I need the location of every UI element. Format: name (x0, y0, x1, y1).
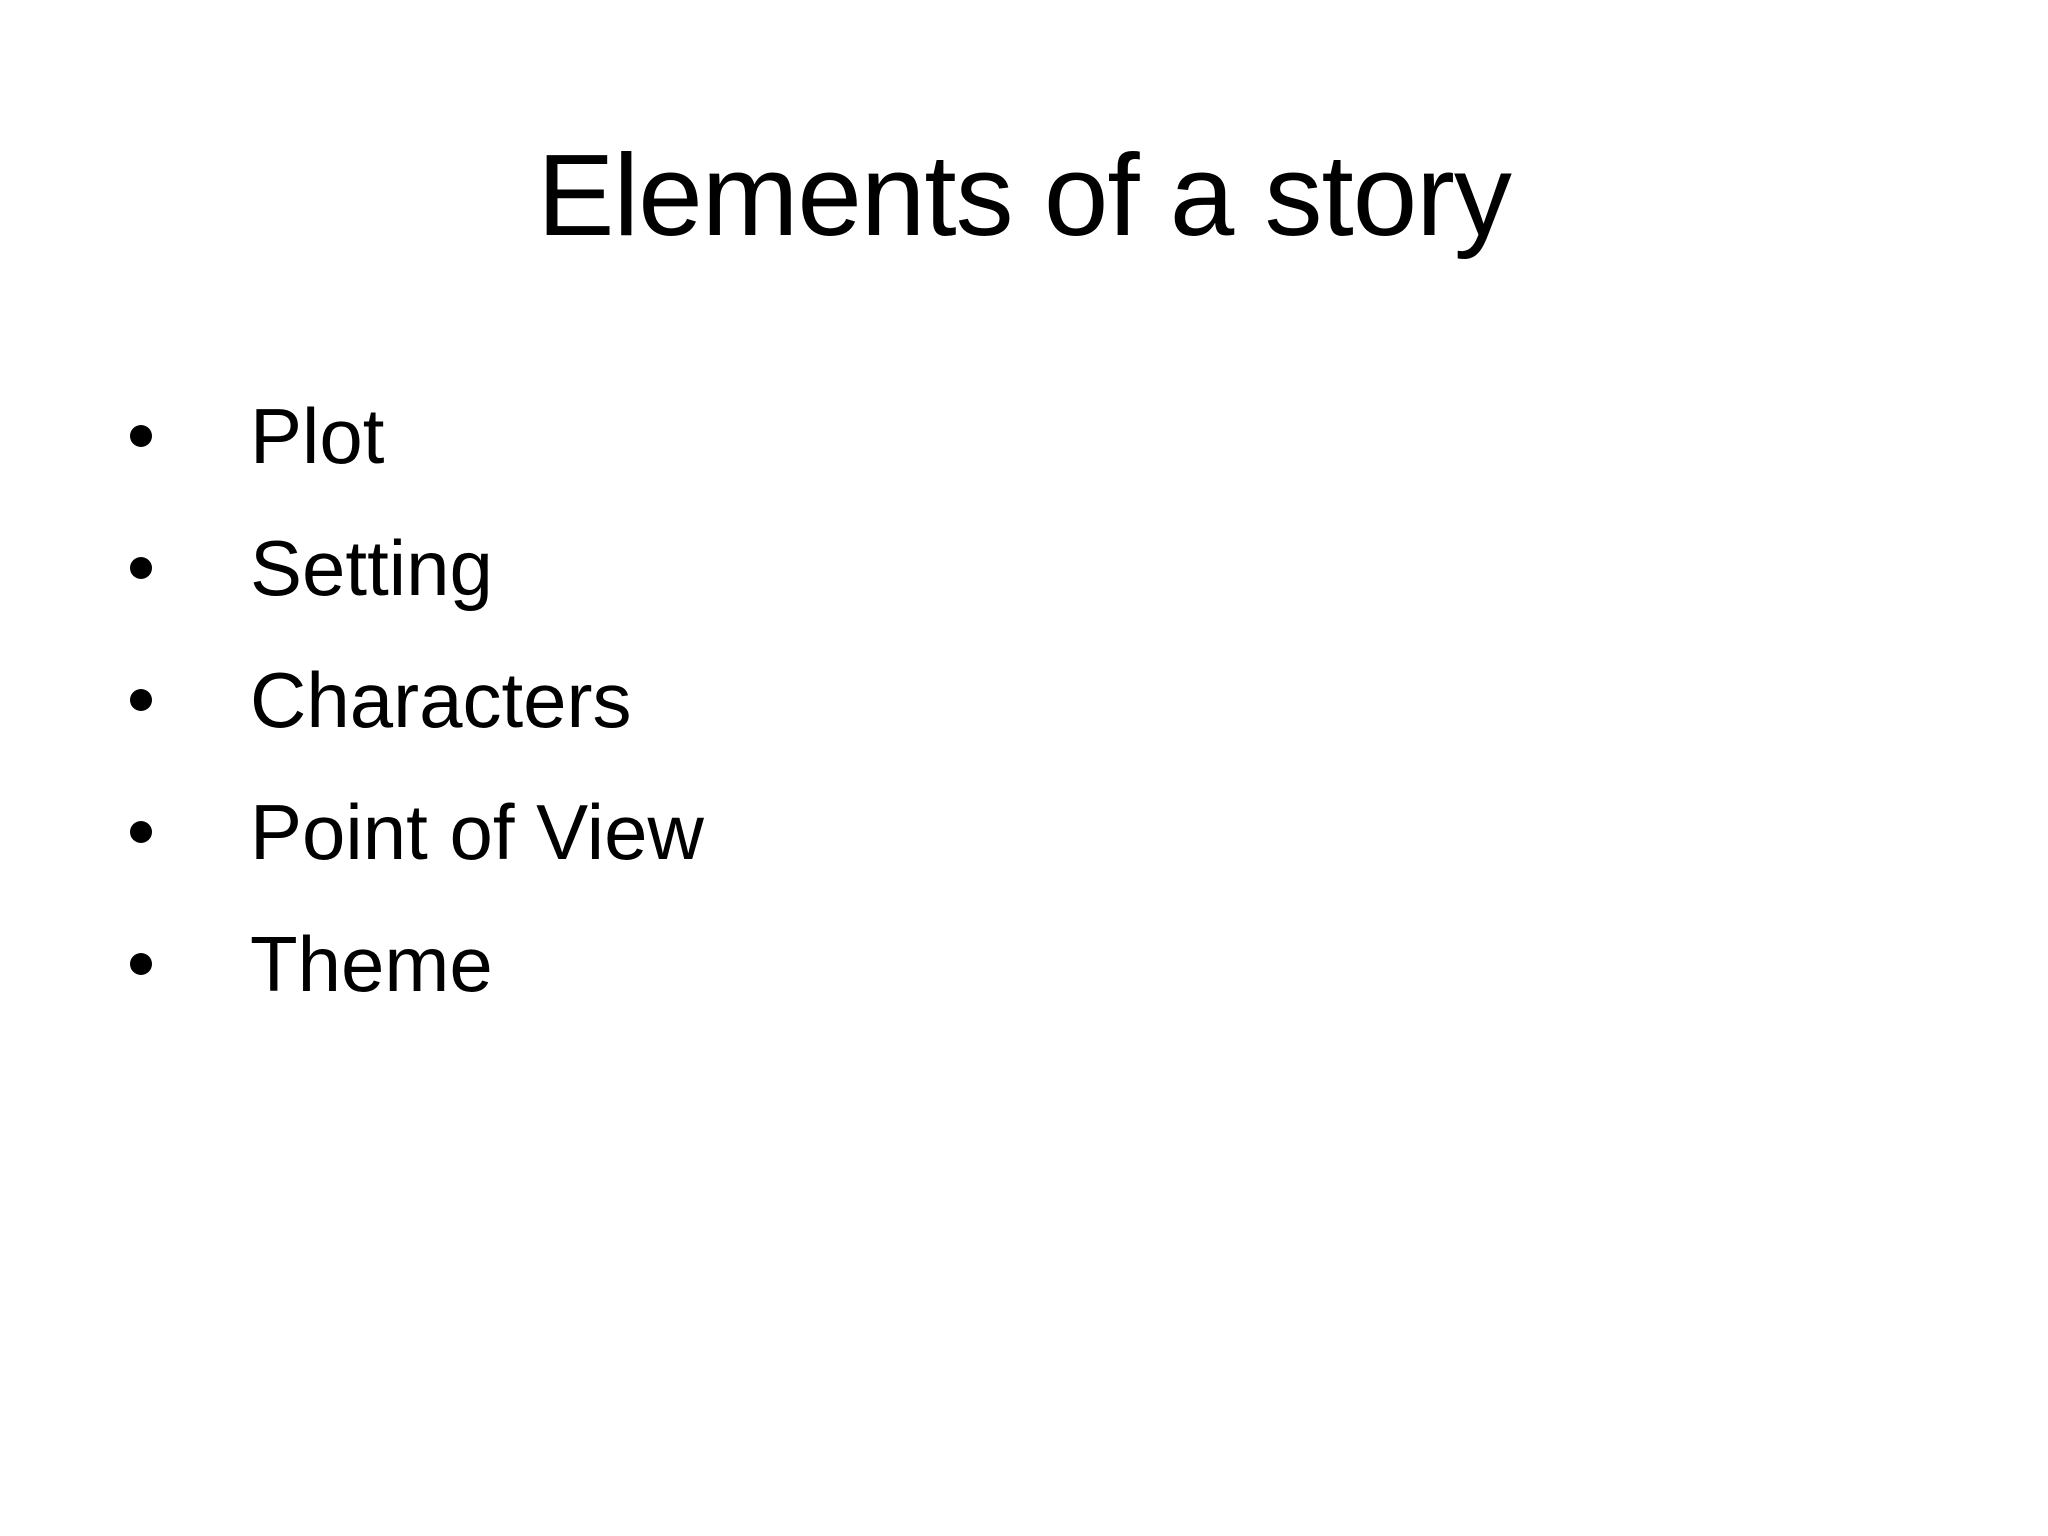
list-item-point-of-view: Point of View (120, 766, 704, 898)
list-item-theme: Theme (120, 898, 704, 1030)
bullet-label: Characters (250, 656, 632, 744)
bullet-label: Plot (250, 392, 385, 480)
bullet-icon (130, 557, 152, 579)
bullet-label: Theme (250, 920, 493, 1008)
bullet-list: Plot Setting Characters Point of View Th… (120, 370, 704, 1030)
bullet-icon (130, 689, 152, 711)
bullet-label: Point of View (250, 788, 704, 876)
slide-title: Elements of a story (537, 130, 1512, 260)
list-item-plot: Plot (120, 370, 704, 502)
bullet-label: Setting (250, 524, 493, 612)
bullet-icon (130, 821, 152, 843)
bullet-icon (130, 953, 152, 975)
bullet-icon (130, 425, 152, 447)
list-item-setting: Setting (120, 502, 704, 634)
list-item-characters: Characters (120, 634, 704, 766)
